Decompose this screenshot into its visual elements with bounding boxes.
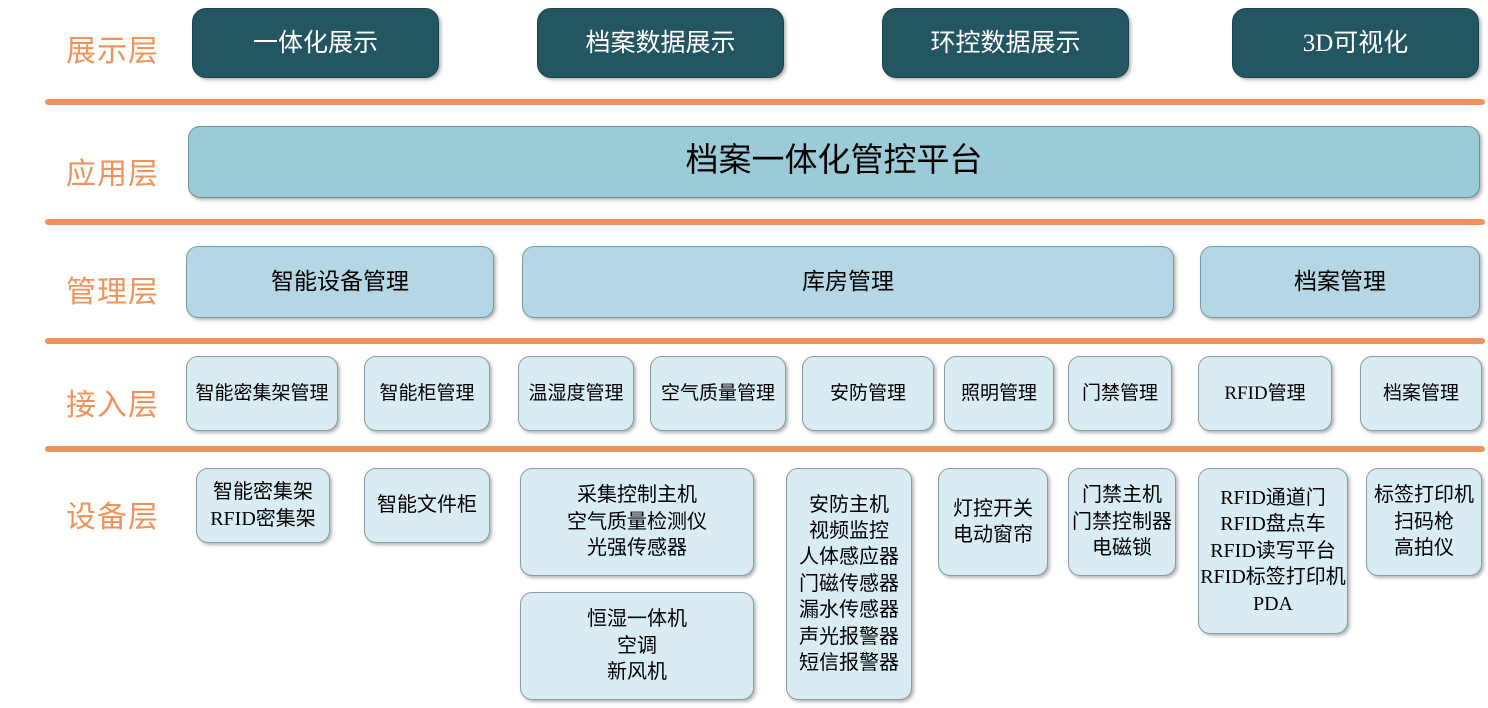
device-node-rfid-equipment[interactable]: RFID通道门 RFID盘点车 RFID读写平台 RFID标签打印机 PDA (1198, 468, 1348, 634)
access-node-smart-shelf-management[interactable]: 智能密集架管理 (186, 356, 338, 431)
management-node-smart-device-management[interactable]: 智能设备管理 (186, 246, 494, 318)
access-node-label: 照明管理 (960, 382, 1037, 404)
divider-application-management (45, 219, 1485, 225)
divider-presentation-application (45, 99, 1485, 105)
access-node-lighting-management[interactable]: 照明管理 (944, 356, 1054, 431)
layer-label-presentation: 展示层 (66, 35, 159, 68)
access-node-label: 档案管理 (1382, 382, 1459, 404)
device-node-lighting-switch[interactable]: 灯控开关 电动窗帘 (938, 468, 1048, 576)
access-node-archive-management[interactable]: 档案管理 (1360, 356, 1482, 431)
access-node-label: RFID管理 (1224, 382, 1306, 404)
access-node-air-quality-management[interactable]: 空气质量管理 (650, 356, 786, 431)
layer-label-access: 接入层 (66, 389, 159, 422)
device-node-label: 采集控制主机 空气质量检测仪 光强传感器 (567, 484, 707, 560)
presentation-node-label: 一体化展示 (252, 29, 378, 57)
device-node-label: 恒湿一体机 空调 新风机 (587, 608, 687, 684)
device-node-label-printer[interactable]: 标签打印机 扫码枪 高拍仪 (1366, 468, 1482, 576)
layer-label-application: 应用层 (66, 158, 159, 191)
device-node-label: 灯控开关 电动窗帘 (953, 497, 1033, 546)
layer-label-device: 设备层 (66, 501, 159, 534)
device-node-smart-shelf[interactable]: 智能密集架 RFID密集架 (196, 468, 330, 543)
access-node-security-management[interactable]: 安防管理 (802, 356, 934, 431)
access-node-access-control-management[interactable]: 门禁管理 (1068, 356, 1172, 431)
application-node-archive-platform[interactable]: 档案一体化管控平台 (188, 126, 1480, 198)
application-node-label: 档案一体化管控平台 (685, 143, 983, 180)
presentation-node-integrated-display[interactable]: 一体化展示 (192, 8, 439, 78)
device-node-security-host[interactable]: 安防主机 视频监控 人体感应器 门磁传感器 漏水传感器 声光报警器 短信报警器 (786, 468, 912, 700)
management-node-archive-management[interactable]: 档案管理 (1200, 246, 1480, 318)
management-node-warehouse-management[interactable]: 库房管理 (522, 246, 1174, 318)
access-node-label: 安防管理 (829, 382, 906, 404)
access-node-label: 智能柜管理 (379, 382, 475, 404)
access-node-label: 门禁管理 (1081, 382, 1158, 404)
access-node-label: 空气质量管理 (660, 382, 775, 404)
access-node-temperature-humidity-management[interactable]: 温湿度管理 (518, 356, 634, 431)
layer-label-management: 管理层 (66, 276, 159, 309)
management-node-label: 档案管理 (1294, 268, 1386, 294)
presentation-node-archive-data-display[interactable]: 档案数据展示 (537, 8, 784, 78)
access-node-rfid-management[interactable]: RFID管理 (1198, 356, 1332, 431)
device-node-label: 智能密集架 RFID密集架 (210, 481, 316, 530)
device-node-collection-host[interactable]: 采集控制主机 空气质量检测仪 光强传感器 (520, 468, 754, 576)
device-node-smart-file-cabinet[interactable]: 智能文件柜 (364, 468, 490, 543)
divider-management-access (45, 338, 1485, 344)
access-node-smart-cabinet-management[interactable]: 智能柜管理 (364, 356, 490, 431)
device-node-label: 门禁主机 门禁控制器 电磁锁 (1072, 484, 1172, 560)
management-node-label: 智能设备管理 (271, 268, 409, 294)
device-node-label: 标签打印机 扫码枪 高拍仪 (1374, 484, 1474, 560)
access-node-label: 温湿度管理 (528, 382, 624, 404)
device-node-humidity-hvac[interactable]: 恒湿一体机 空调 新风机 (520, 592, 754, 700)
management-node-label: 库房管理 (802, 268, 894, 294)
presentation-node-3d-visualization[interactable]: 3D可视化 (1232, 8, 1479, 78)
device-node-label: 智能文件柜 (377, 494, 477, 517)
device-node-access-control-host[interactable]: 门禁主机 门禁控制器 电磁锁 (1068, 468, 1176, 576)
presentation-node-label: 环控数据展示 (930, 29, 1081, 57)
presentation-node-label: 档案数据展示 (585, 29, 736, 57)
device-node-label: 安防主机 视频监控 人体感应器 门磁传感器 漏水传感器 声光报警器 短信报警器 (799, 493, 899, 674)
device-node-label: RFID通道门 RFID盘点车 RFID读写平台 RFID标签打印机 PDA (1200, 487, 1346, 615)
presentation-node-label: 3D可视化 (1302, 29, 1409, 57)
divider-access-device (45, 446, 1485, 452)
presentation-node-environment-data-display[interactable]: 环控数据展示 (882, 8, 1129, 78)
access-node-label: 智能密集架管理 (195, 382, 329, 404)
